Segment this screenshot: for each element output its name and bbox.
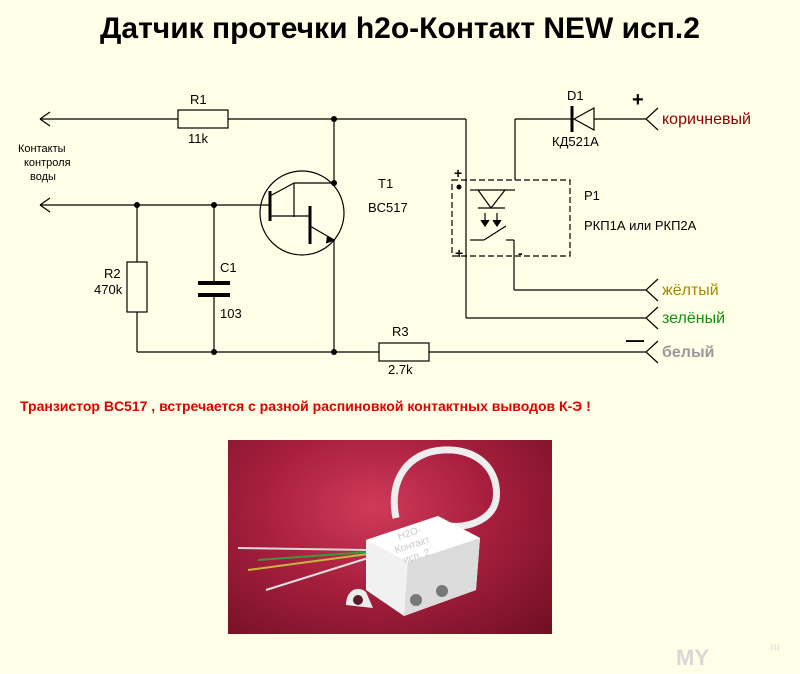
junction-dot [331,349,337,355]
t1-value: BC517 [368,200,408,215]
junction-dot [211,349,217,355]
c1-ref: C1 [220,260,237,275]
junction-dot [134,202,140,208]
wire-label-yellow: жёлтый [662,282,719,299]
junction-dot [331,180,337,186]
contacts-label-line2: контроля [24,157,71,169]
r3-ref: R3 [392,324,409,339]
cable [390,446,500,530]
wire-label-green: зелёный [662,310,725,327]
wire-end-brown [645,107,659,131]
r2-ref: R2 [104,266,121,281]
resistor-r2 [126,261,148,313]
d1-ref: D1 [567,88,584,103]
wire-end-yellow [645,278,659,302]
relay-pin-dot [456,184,462,190]
white-sign: — [626,330,644,350]
relay-plus-bottom: + [455,245,463,261]
resistor-r1 [177,109,229,129]
input-arrow-bottom [39,197,51,213]
input-arrow-top [39,111,51,127]
wire-label-white: белый [662,344,714,361]
relay-plus-top: + [454,165,462,181]
junction-dot [211,202,217,208]
resistor-r3 [378,342,430,362]
page-title: Датчик протечки h2o-Контакт NEW исп.2 [100,12,700,45]
c1-value: 103 [220,306,242,321]
relay-minus: - [518,245,523,261]
transistor-t1 [259,170,345,256]
junction-dot [331,116,337,122]
wire-end-white [645,340,659,364]
wire-label-brown: коричневый [662,111,751,128]
r1-value: 11k [188,131,208,146]
wire-end-green [645,306,659,330]
diode-d1 [572,106,595,132]
relay-led [476,189,507,210]
contacts-label-line3: воды [30,171,56,183]
relay-p1 [451,179,571,257]
watermark: MY [676,645,709,670]
brown-sign: + [632,89,644,111]
r2-value: 470k [94,282,123,297]
device-illustration: H2O- Контакт исп. 2 [237,446,500,616]
d1-value: КД521А [552,134,599,149]
r3-value: 2.7k [388,362,413,377]
contacts-label-line1: Контакты [18,143,66,155]
p1-value: РКП1А или РКП2А [584,218,697,233]
watermark-sub: .ru [768,642,780,653]
r1-ref: R1 [190,92,207,107]
device-photo: H2O- Контакт исп. 2 [228,440,552,634]
p1-ref: P1 [584,188,600,203]
t1-ref: T1 [378,176,393,191]
warning-text: Транзистор BC517 , встречается с разной … [20,398,591,414]
